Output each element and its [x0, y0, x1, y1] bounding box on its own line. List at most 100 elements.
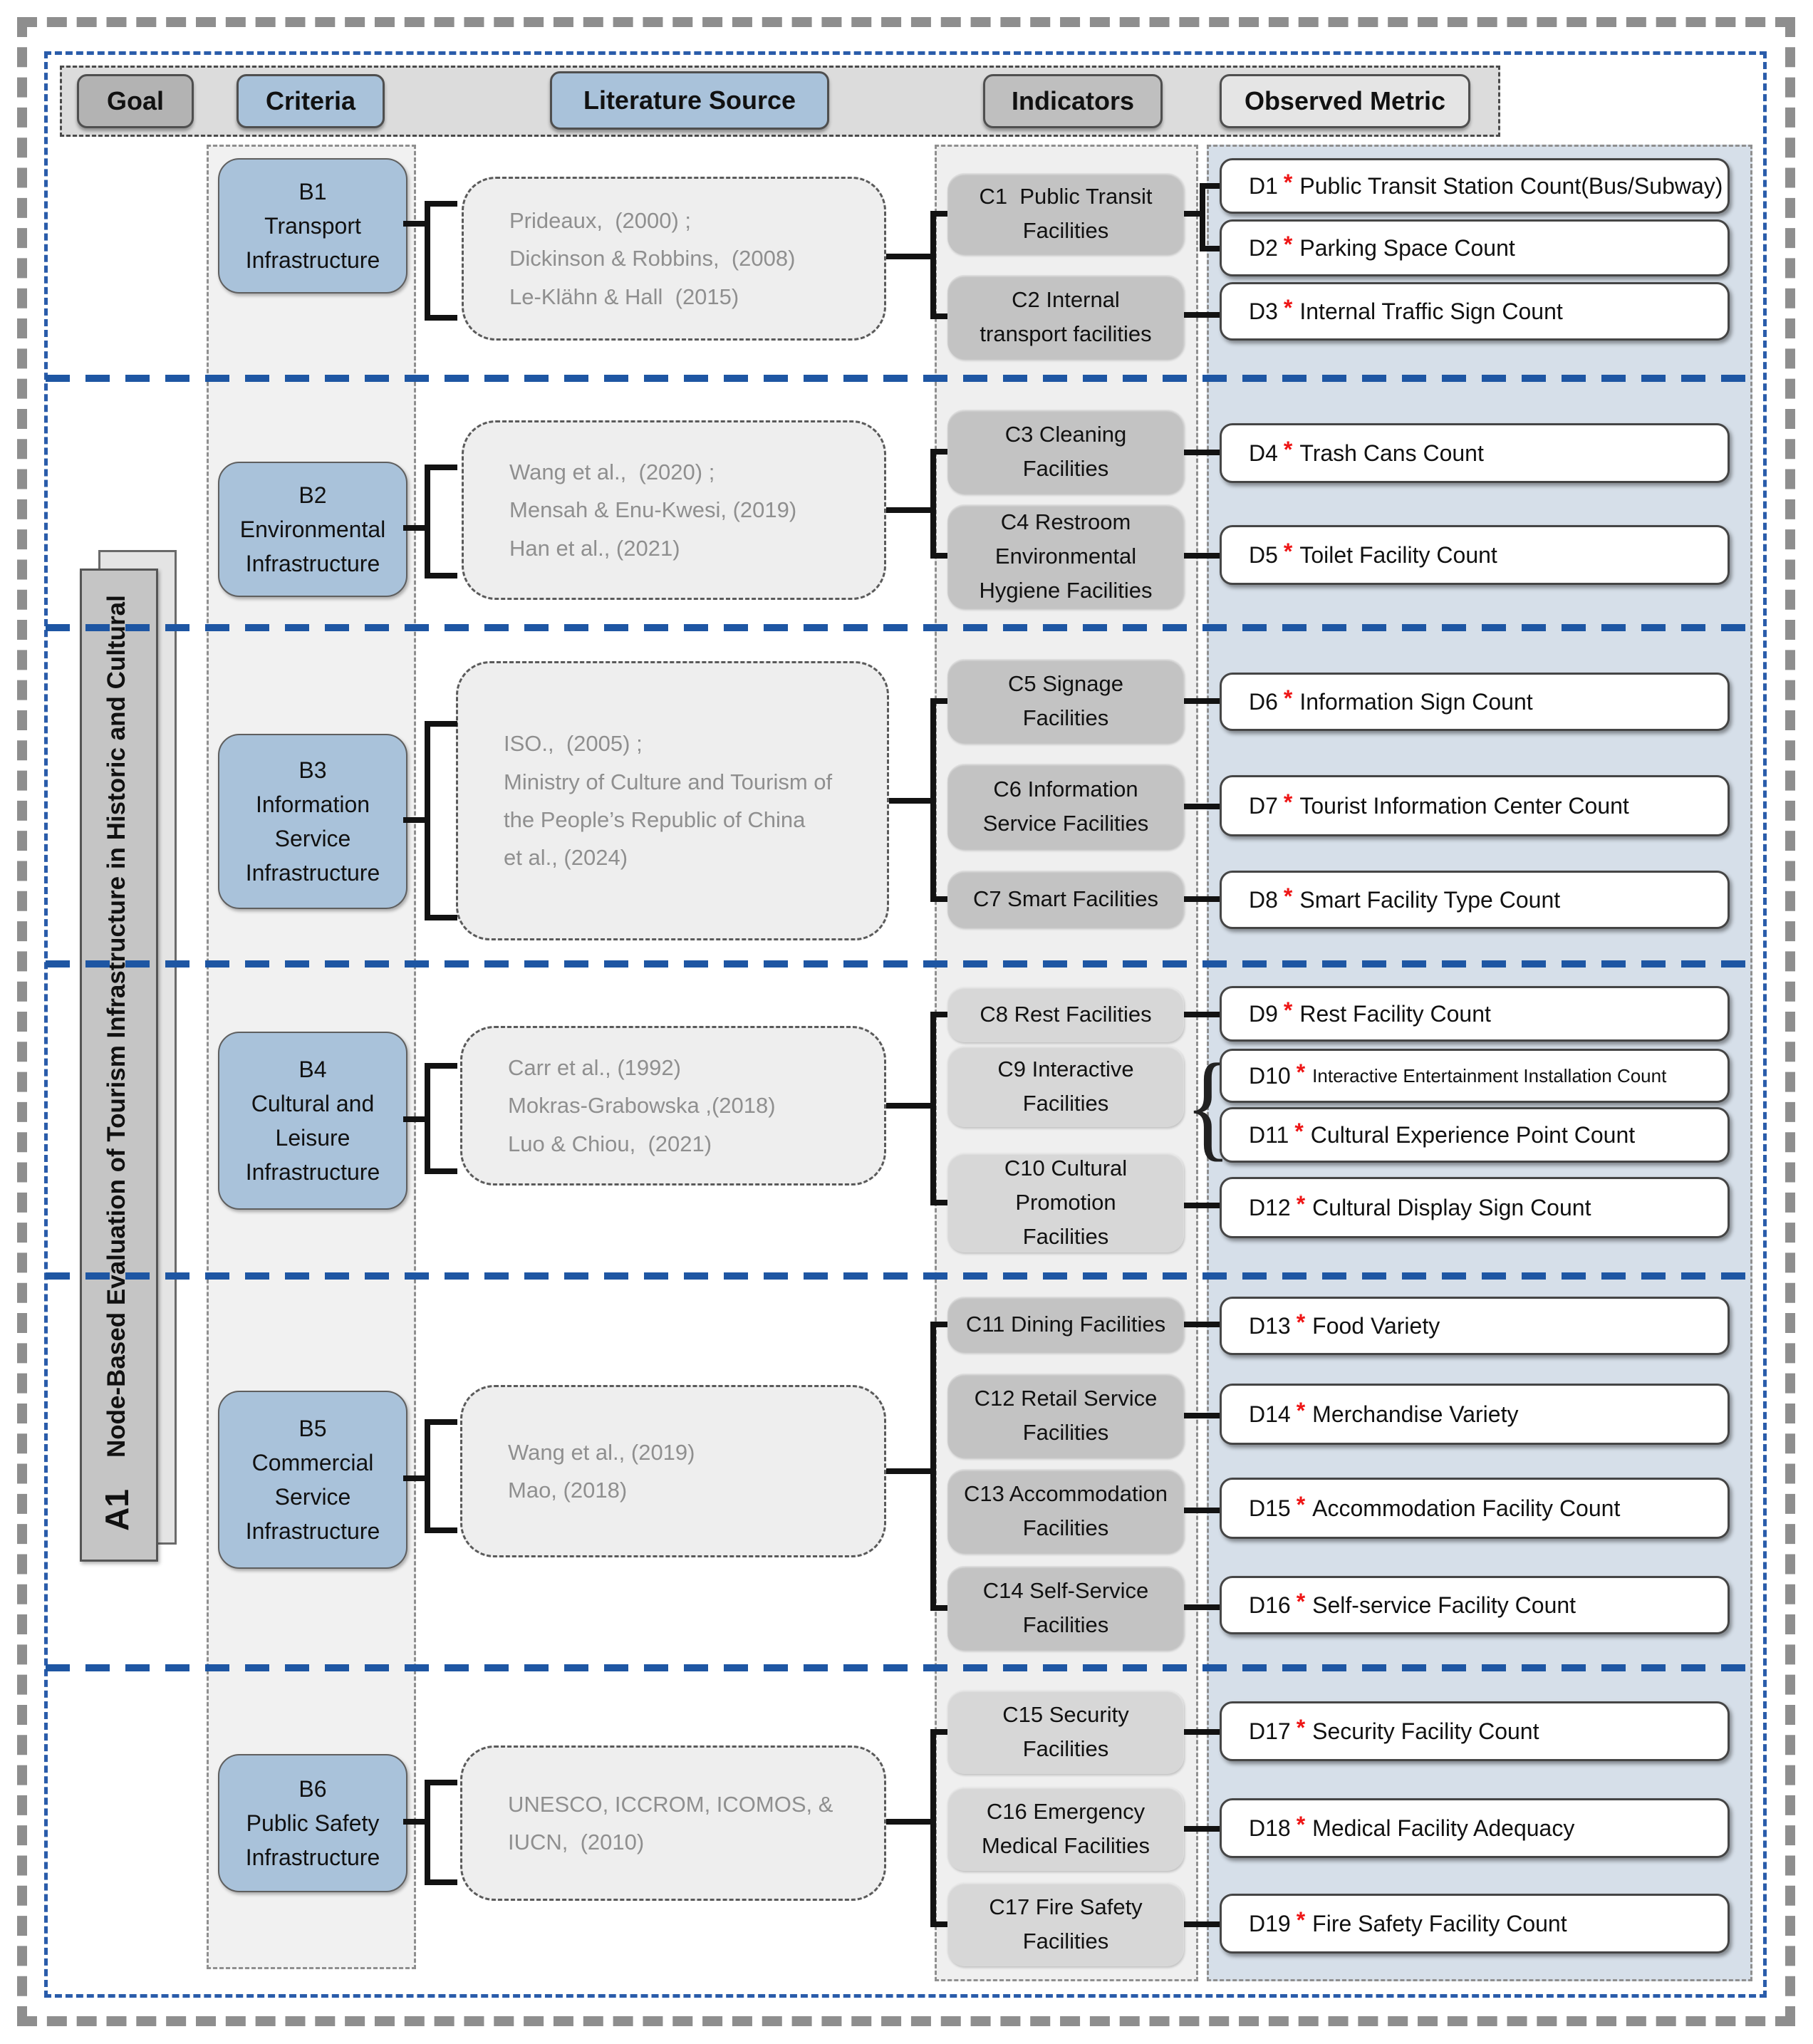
literature-line: ISO., (2005) ;	[504, 731, 643, 757]
indicator-box-c5: C5 Signage Facilities	[947, 659, 1184, 743]
literature-box-b4: Carr et al., (1992) Mokras-Grabowska ,(2…	[460, 1026, 886, 1186]
metric-box-d19: D19 * Fire Safety Facility Count	[1220, 1894, 1730, 1954]
connector-line	[886, 254, 935, 259]
indicator-box-c14: C14 Self-Service Facilities	[947, 1566, 1184, 1650]
criteria-line: Infrastructure	[245, 860, 380, 886]
required-star: *	[1283, 231, 1293, 257]
indicator-line: Medical Facilities	[981, 1833, 1150, 1858]
indicator-line: C8 Rest Facilities	[980, 1001, 1152, 1027]
criteria-line: Cultural and	[251, 1091, 375, 1116]
connector-line	[403, 525, 427, 531]
connector-line	[889, 798, 935, 804]
section-separator	[46, 624, 1761, 631]
metric-name: Toilet Facility Count	[1299, 541, 1497, 568]
indicator-line: C2 Internal	[1012, 286, 1120, 312]
connector-line	[1184, 1826, 1220, 1832]
literature-line: Mao, (2018)	[508, 1478, 628, 1503]
bracket-connector	[1200, 183, 1205, 251]
bracket-connector	[425, 915, 457, 920]
metric-name: Interactive Entertainment Installation C…	[1312, 1064, 1667, 1086]
header-literature-source: Literature Source	[550, 71, 829, 130]
bracket-connector	[425, 1419, 457, 1425]
connector-line	[403, 1819, 427, 1825]
indicator-box-c7: C7 Smart Facilities	[947, 871, 1184, 928]
indicator-line: C15 Security	[1002, 1701, 1129, 1727]
metric-name: Cultural Display Sign Count	[1312, 1194, 1591, 1220]
metric-code: D3	[1249, 298, 1278, 324]
criteria-box-b4: B4 Cultural and Leisure Infrastructure	[218, 1032, 407, 1210]
metric-box-d8: D8 * Smart Facility Type Count	[1220, 871, 1730, 929]
indicator-line: C9 Interactive	[997, 1056, 1134, 1081]
bracket-connector	[930, 1322, 949, 1327]
literature-line: the People’s Republic of China	[504, 807, 806, 832]
indicator-line: C6 Information	[993, 776, 1138, 801]
indicator-line: C16 Emergency	[986, 1798, 1146, 1824]
indicator-line: Facilities	[1022, 1420, 1109, 1445]
section-separator	[46, 960, 1761, 967]
metric-code: D1	[1249, 172, 1278, 199]
metric-name: Fire Safety Facility Count	[1312, 1910, 1567, 1936]
indicator-line: C13 Accommodation	[963, 1480, 1168, 1506]
indicator-box-c9: C9 Interactive Facilities	[947, 1046, 1184, 1127]
indicator-line: Facilities	[1022, 705, 1109, 730]
indicator-line: Environmental	[994, 543, 1137, 569]
indicator-box-c15: C15 Security Facilities	[947, 1690, 1184, 1774]
required-star: *	[1283, 169, 1293, 195]
criteria-line: Information	[255, 792, 370, 817]
bracket-connector	[425, 1419, 430, 1533]
bracket-connector	[930, 1322, 936, 1611]
required-star: *	[1296, 1309, 1306, 1335]
indicator-box-c3: C3 Cleaning Facilities	[947, 410, 1184, 494]
bracket-connector	[930, 211, 949, 217]
bracket-connector	[930, 896, 949, 902]
connector-line	[1184, 896, 1220, 902]
criteria-line: B5	[298, 1416, 327, 1441]
bracket-connector	[930, 1012, 949, 1017]
connector-line	[1184, 211, 1204, 217]
header-goal: Goal	[77, 74, 194, 128]
indicator-box-c1: C1 Public Transit Facilities	[947, 173, 1184, 254]
criteria-line: Infrastructure	[245, 551, 380, 576]
indicator-box-c16: C16 Emergency Medical Facilities	[947, 1787, 1184, 1871]
indicator-box-c2: C2 Internal transport facilities	[947, 275, 1184, 359]
bracket-connector	[930, 1921, 949, 1927]
metric-code: D15	[1249, 1495, 1291, 1521]
indicator-box-c17: C17 Fire Safety Facilities	[947, 1882, 1184, 1966]
bracket-connector	[425, 465, 430, 579]
bracket-connector	[425, 573, 457, 579]
criteria-box-b5: B5 Commercial Service Infrastructure	[218, 1391, 407, 1569]
indicator-line: Hygiene Facilities	[979, 578, 1153, 603]
bracket-connector	[930, 1200, 949, 1205]
metric-box-d1: D1 * Public Transit Station Count(Bus/Su…	[1220, 158, 1730, 214]
metric-code: D14	[1249, 1401, 1291, 1427]
criteria-line: B4	[298, 1057, 327, 1082]
section-separator	[46, 1272, 1761, 1280]
criteria-line: Transport	[264, 213, 361, 239]
criteria-line: Leisure	[275, 1125, 350, 1151]
indicator-line: C12 Retail Service	[974, 1385, 1158, 1411]
literature-box-b5: Wang et al., (2019) Mao, (2018)	[460, 1385, 886, 1557]
header-criteria: Criteria	[237, 74, 385, 128]
criteria-line: Infrastructure	[245, 247, 380, 273]
inner-blue-dashed-frame	[44, 51, 1767, 1998]
bracket-connector	[425, 1780, 457, 1785]
bracket-connector	[425, 1063, 430, 1174]
metric-box-d2: D2 * Parking Space Count	[1220, 219, 1730, 276]
bracket-connector	[930, 1012, 936, 1205]
indicator-line: C4 Restroom	[1000, 509, 1131, 534]
metric-code: D7	[1249, 792, 1278, 819]
bracket-connector	[425, 721, 430, 920]
required-star: *	[1283, 883, 1293, 909]
required-star: *	[1283, 789, 1293, 815]
bracket-connector	[930, 553, 949, 559]
required-star: *	[1296, 1397, 1306, 1423]
bracket-connector	[425, 315, 457, 321]
criteria-line: Commercial	[251, 1450, 374, 1475]
metric-box-d17: D17 * Security Facility Count	[1220, 1701, 1730, 1761]
connector-line	[1184, 1203, 1220, 1208]
required-star: *	[1296, 1059, 1306, 1085]
metric-box-d11: D11 * Cultural Experience Point Count	[1220, 1107, 1730, 1163]
metric-code: D16	[1249, 1592, 1291, 1618]
literature-box-b3: ISO., (2005) ; Ministry of Culture and T…	[456, 661, 889, 940]
